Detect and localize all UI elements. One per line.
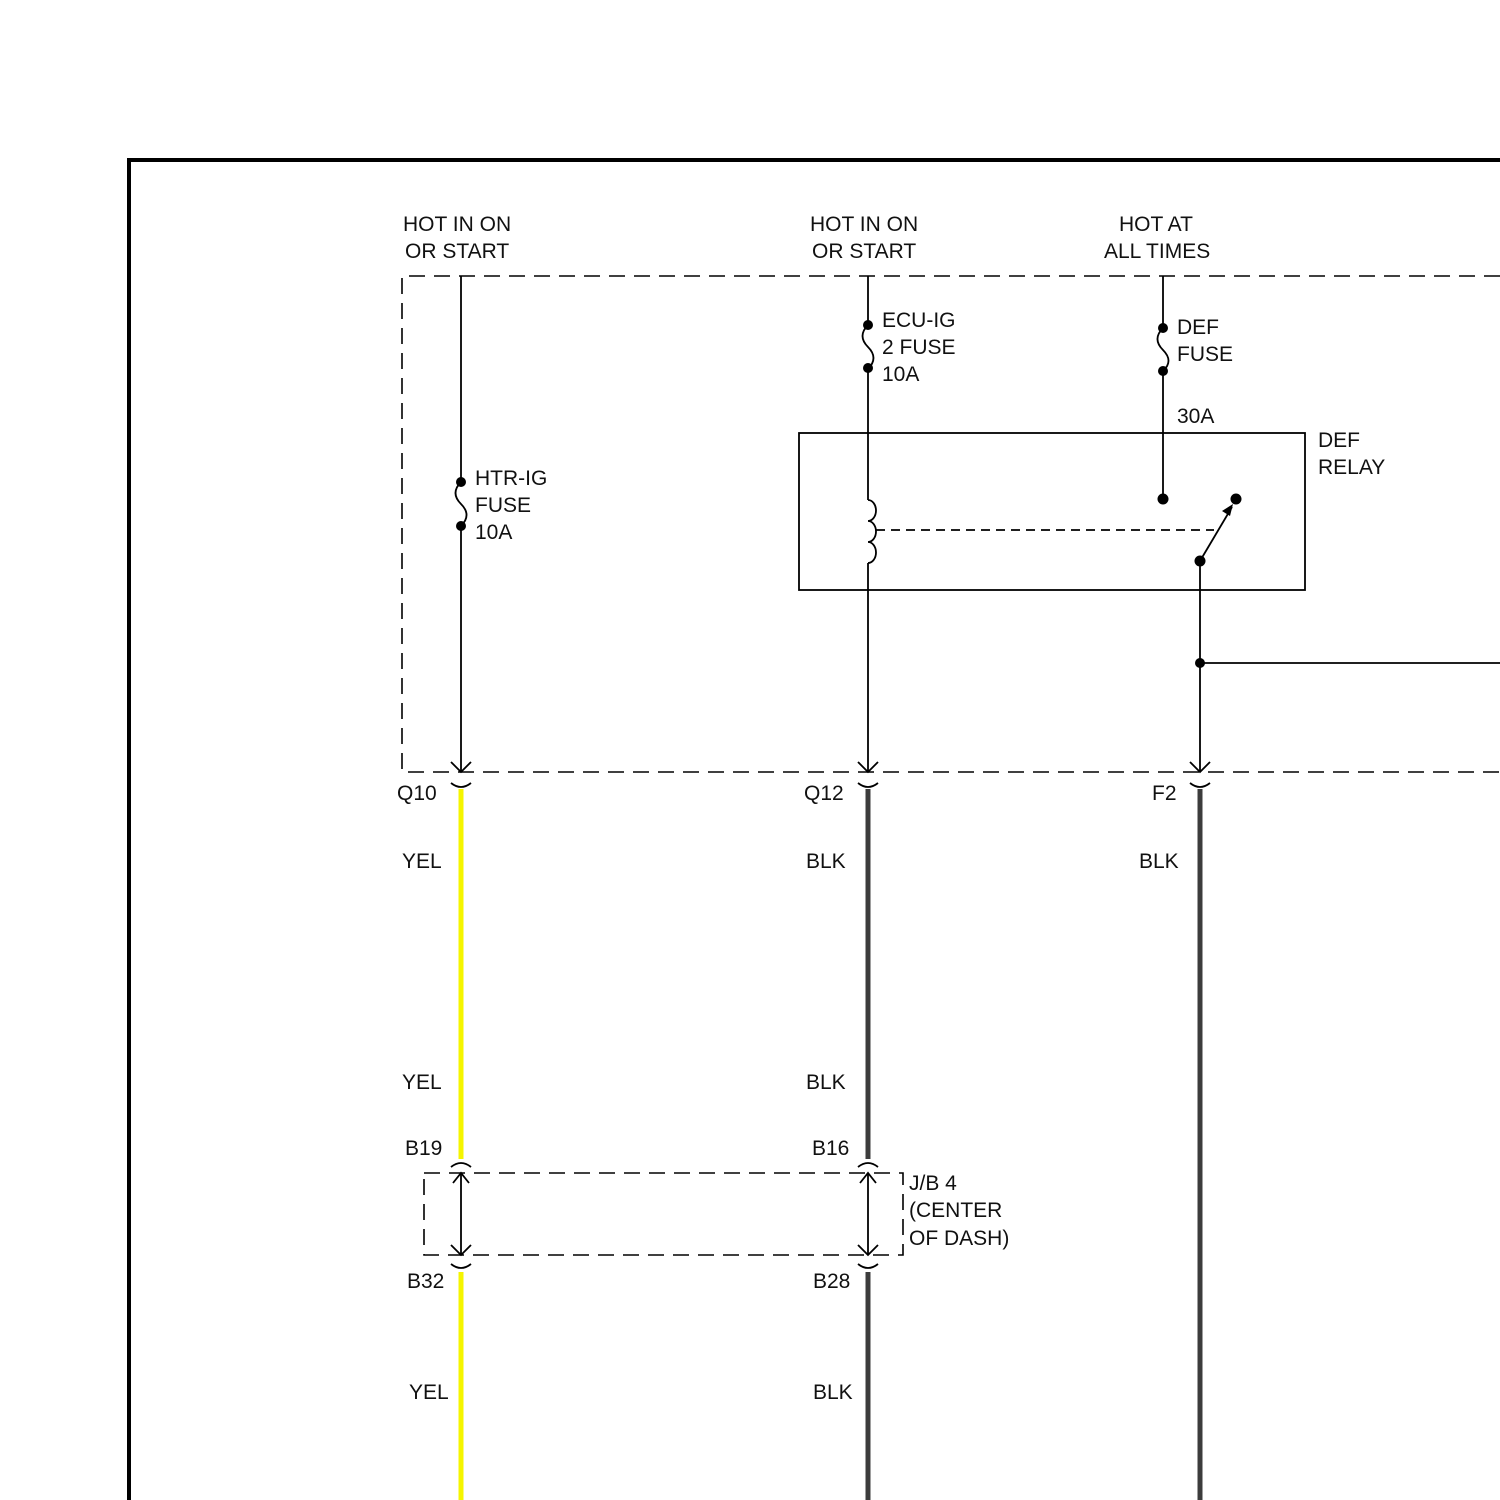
connector-b19-label: B19 xyxy=(405,1137,442,1160)
wire-color-label: YEL xyxy=(402,850,442,873)
wire-color-label: BLK xyxy=(806,850,846,873)
source-label-ecu-line2: OR START xyxy=(812,240,916,263)
def-fuse-symbol xyxy=(1158,328,1169,371)
junction-block-outline xyxy=(424,1173,903,1255)
connector-q10-label: Q10 xyxy=(397,782,437,805)
connector-q12-label: Q12 xyxy=(804,782,844,805)
connector-b28-label: B28 xyxy=(813,1270,850,1293)
wire-color-label: YEL xyxy=(402,1071,442,1094)
ecu-ig-fuse-label-3: 10A xyxy=(882,363,919,386)
junction-block-label-2: (CENTER xyxy=(909,1199,1002,1222)
ecu-ig-fuse-symbol xyxy=(863,325,874,369)
def-relay-label-2: RELAY xyxy=(1318,456,1385,479)
junction-block-label-3: OF DASH) xyxy=(909,1227,1009,1250)
def-circuit xyxy=(1158,276,1169,499)
htr-ig-circuit xyxy=(451,276,471,787)
source-label-def-line1: HOT AT xyxy=(1119,213,1193,236)
ecu-ig-circuit xyxy=(858,276,878,787)
wire-color-label: BLK xyxy=(1139,850,1179,873)
def-fuse-label-1: DEF xyxy=(1177,316,1219,339)
junction-block-pass-through xyxy=(451,1163,878,1268)
htr-ig-fuse-symbol xyxy=(456,482,467,526)
wire-color-label: BLK xyxy=(806,1071,846,1094)
diagram-frame xyxy=(129,160,1500,1500)
source-label-htr-line2: OR START xyxy=(405,240,509,263)
junction-block-label-1: J/B 4 xyxy=(909,1172,957,1195)
def-fuse-rating: 30A xyxy=(1177,405,1214,428)
relay-switch xyxy=(876,494,1500,788)
htr-ig-fuse-label-3: 10A xyxy=(475,521,512,544)
connector-f2-label: F2 xyxy=(1152,782,1177,805)
ecu-ig-fuse-label-1: ECU-IG xyxy=(882,309,956,332)
wire-color-label: BLK xyxy=(813,1381,853,1404)
source-label-def-line2: ALL TIMES xyxy=(1104,240,1210,263)
ecu-ig-fuse-label-2: 2 FUSE xyxy=(882,336,956,359)
def-fuse-label-2: FUSE xyxy=(1177,343,1233,366)
wire-color-label: YEL xyxy=(409,1381,449,1404)
htr-ig-fuse-label-1: HTR-IG xyxy=(475,467,547,490)
source-label-htr-line1: HOT IN ON xyxy=(403,213,511,236)
source-label-ecu-line1: HOT IN ON xyxy=(810,213,918,236)
connector-b16-label: B16 xyxy=(812,1137,849,1160)
htr-ig-fuse-label-2: FUSE xyxy=(475,494,531,517)
def-relay-label-1: DEF xyxy=(1318,429,1360,452)
relay-coil-symbol xyxy=(868,500,876,563)
connector-b32-label: B32 xyxy=(407,1270,444,1293)
